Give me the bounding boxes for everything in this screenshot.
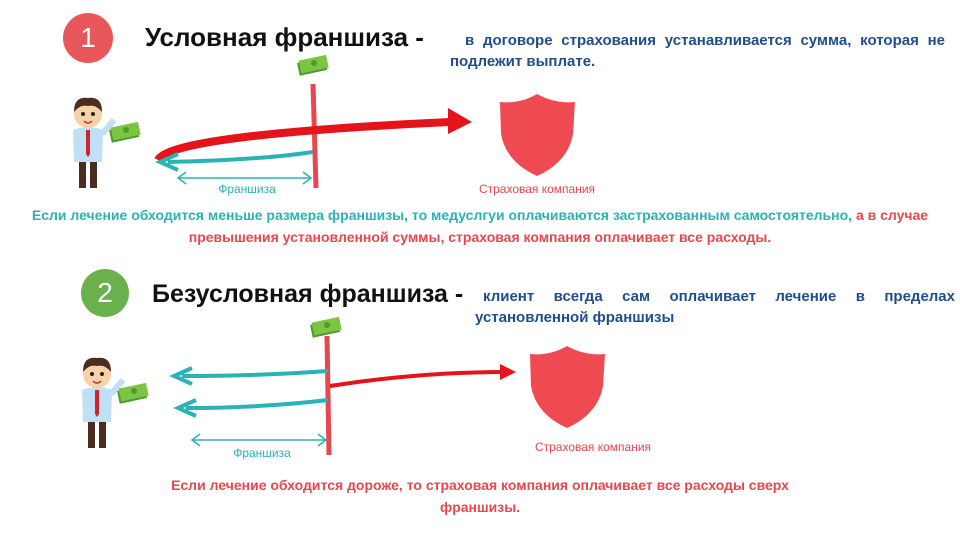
person-icon (73, 98, 114, 188)
section-title: Безусловная франшиза - (152, 280, 464, 308)
shield-icon (530, 346, 605, 428)
step-number-badge: 2 (81, 269, 129, 317)
insurer-label: Страховая компания (534, 440, 652, 454)
franchise-line (324, 335, 332, 456)
franchise-label: Франшиза (218, 182, 276, 196)
insurer-label: Страховая компания (478, 182, 596, 196)
payment-arrow (329, 370, 506, 388)
note-red: а в случае превышения установленной сумм… (188, 207, 929, 245)
section-note: Если лечение обходится дороже, то страхо… (171, 477, 789, 515)
money-icon (109, 121, 141, 143)
money-icon (310, 316, 342, 338)
return-arrow (185, 398, 329, 410)
franchise-label: Франшиза (233, 446, 291, 460)
return-arrow (181, 369, 329, 378)
payment-arrow (154, 118, 451, 163)
money-icon (297, 54, 329, 76)
section-note: Если лечение обходится меньше размера фр… (20, 204, 940, 248)
section-description: клиент всегда сам оплачивает лечение в п… (475, 288, 955, 326)
section-title: Условная франшиза - (145, 22, 424, 52)
note-teal: Если лечение обходится меньше размера фр… (31, 207, 853, 223)
step-number-badge: 1 (63, 13, 113, 63)
shield-icon (500, 94, 575, 176)
return-arrow (167, 150, 314, 164)
franchise-line (310, 83, 319, 189)
person-icon (82, 358, 123, 448)
section-description: в договоре страхования устанавливается с… (450, 32, 945, 70)
